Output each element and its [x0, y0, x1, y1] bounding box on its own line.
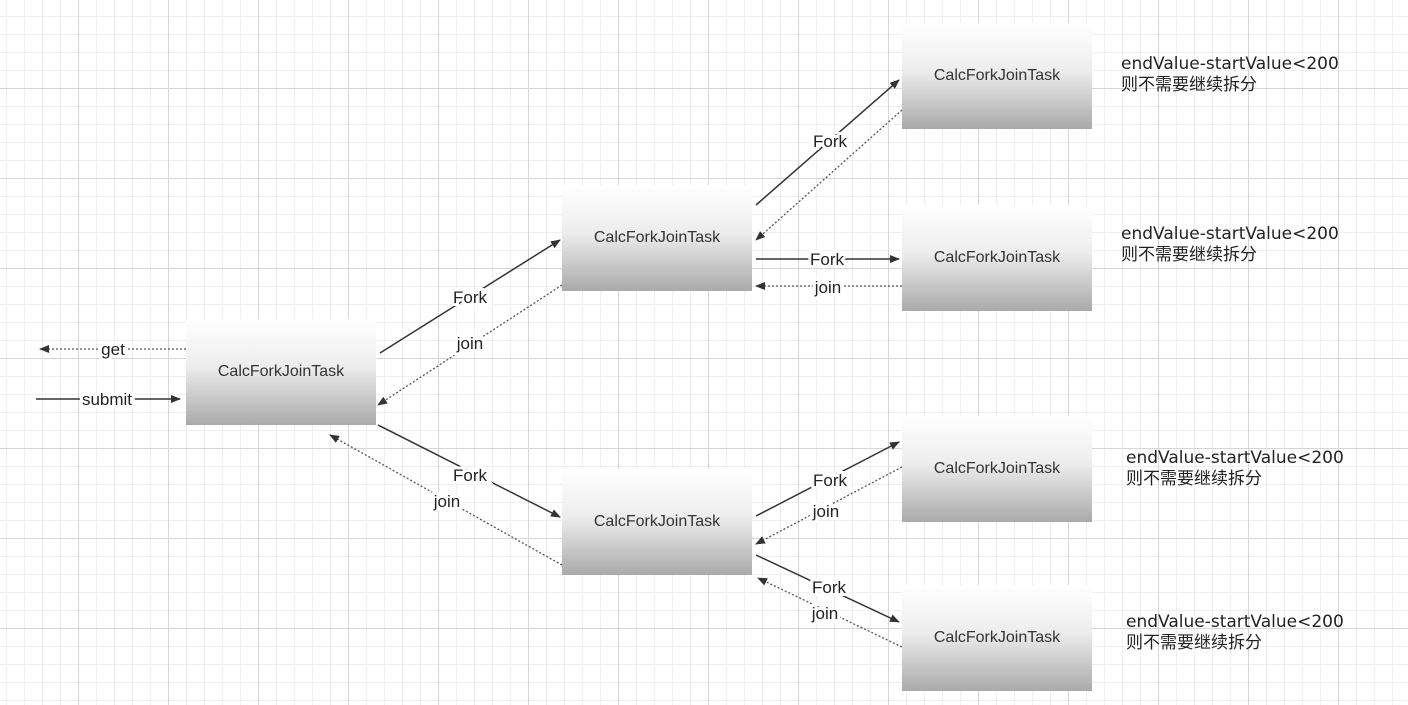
fork-arrow-midbottom-leaf4 — [755, 554, 900, 623]
get-label: get — [101, 340, 125, 359]
note-description: 则不需要继续拆分 — [1121, 75, 1257, 95]
task-node-leaf-1: CalcForkJoinTask — [902, 23, 1092, 129]
fork-label: Fork — [453, 288, 488, 307]
fork-label: Fork — [813, 132, 848, 151]
note-description: 则不需要继续拆分 — [1121, 245, 1257, 265]
fork-arrow-root-midbottom — [377, 424, 561, 518]
threshold-note: endValue-startValue<200 则不需要继续拆分 — [1121, 54, 1339, 96]
task-node-leaf-4: CalcForkJoinTask — [902, 585, 1092, 691]
fork-arrow-midbottom-leaf3 — [755, 441, 900, 517]
note-condition: endValue-startValue<200 — [1126, 612, 1344, 632]
join-arrow-midbottom-root — [329, 434, 563, 566]
fork-arrow-root-midtop — [379, 239, 561, 354]
fork-label: Fork — [810, 250, 845, 269]
task-node-mid-top: CalcForkJoinTask — [562, 185, 752, 291]
join-arrow-leaf4-midbottom — [757, 577, 903, 648]
join-label: join — [812, 502, 839, 521]
note-description: 则不需要继续拆分 — [1126, 469, 1262, 489]
fork-label: Fork — [813, 471, 848, 490]
threshold-note: endValue-startValue<200 则不需要继续拆分 — [1126, 448, 1344, 490]
join-arrow-leaf3-midbottom — [755, 466, 903, 545]
fork-label: Fork — [453, 466, 488, 485]
fork-label: Fork — [812, 578, 847, 597]
join-label: join — [811, 604, 838, 623]
threshold-note: endValue-startValue<200 则不需要继续拆分 — [1121, 224, 1339, 266]
note-condition: endValue-startValue<200 — [1121, 224, 1339, 244]
task-node-leaf-3: CalcForkJoinTask — [902, 416, 1092, 522]
task-node-leaf-2: CalcForkJoinTask — [902, 205, 1092, 311]
note-condition: endValue-startValue<200 — [1121, 54, 1339, 74]
join-arrow-leaf1-midtop — [755, 109, 903, 241]
join-arrow-midtop-root — [377, 284, 563, 406]
join-label: join — [814, 278, 841, 297]
fork-arrow-midtop-leaf1 — [755, 79, 900, 206]
note-description: 则不需要继续拆分 — [1126, 633, 1262, 653]
note-condition: endValue-startValue<200 — [1126, 448, 1344, 468]
task-node-root: CalcForkJoinTask — [186, 319, 376, 425]
join-label: join — [456, 334, 483, 353]
submit-label: submit — [82, 390, 132, 409]
join-label: join — [433, 492, 460, 511]
threshold-note: endValue-startValue<200 则不需要继续拆分 — [1126, 612, 1344, 654]
task-node-mid-bottom: CalcForkJoinTask — [562, 469, 752, 575]
